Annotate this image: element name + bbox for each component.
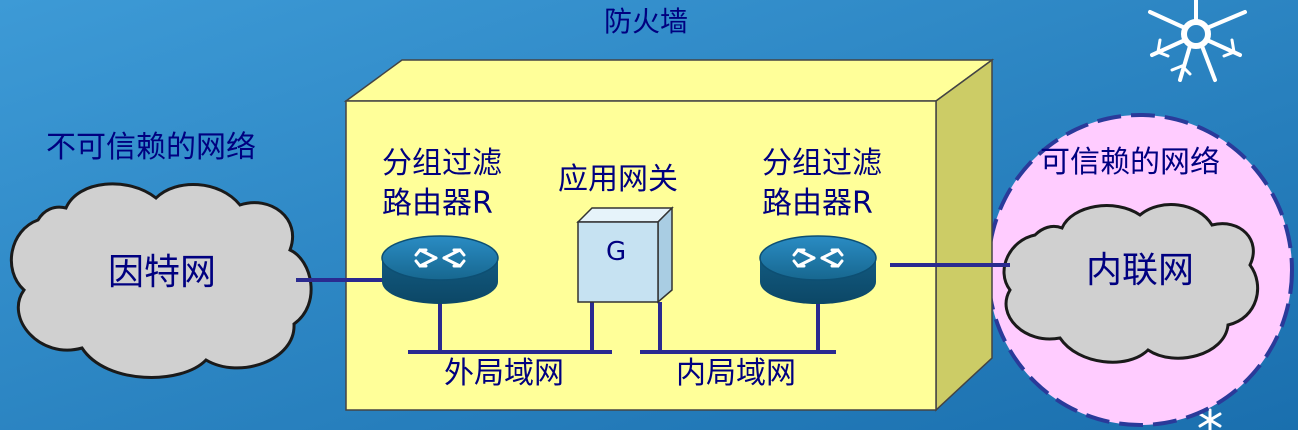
gateway-letter: G bbox=[606, 237, 627, 267]
snowflake-icon bbox=[1148, 0, 1247, 82]
untrusted-network-title: 不可信赖的网络 bbox=[46, 130, 256, 165]
firewall-title: 防火墙 bbox=[604, 5, 689, 38]
intranet-cloud bbox=[1002, 203, 1260, 364]
gateway-box bbox=[576, 206, 674, 304]
trusted-network-title: 可信赖的网络 bbox=[1040, 145, 1220, 180]
gateway-title: 应用网关 bbox=[558, 162, 678, 197]
intranet-label: 内联网 bbox=[1086, 250, 1195, 291]
internet-label: 因特网 bbox=[108, 252, 217, 293]
links bbox=[296, 263, 1010, 354]
snowflake-small-icon bbox=[1198, 408, 1222, 430]
left-router-label-line2: 路由器R bbox=[382, 186, 493, 221]
left-router-label-line1: 分组过滤 bbox=[382, 146, 502, 181]
right-router-icon bbox=[759, 235, 877, 304]
left-router-icon bbox=[381, 235, 499, 304]
internet-cloud bbox=[9, 182, 313, 379]
outer-lan-label: 外局域网 bbox=[444, 356, 564, 391]
right-router-label-line1: 分组过滤 bbox=[762, 146, 882, 181]
inner-lan-label: 内局域网 bbox=[676, 356, 796, 391]
right-router-label-line2: 路由器R bbox=[762, 186, 873, 221]
